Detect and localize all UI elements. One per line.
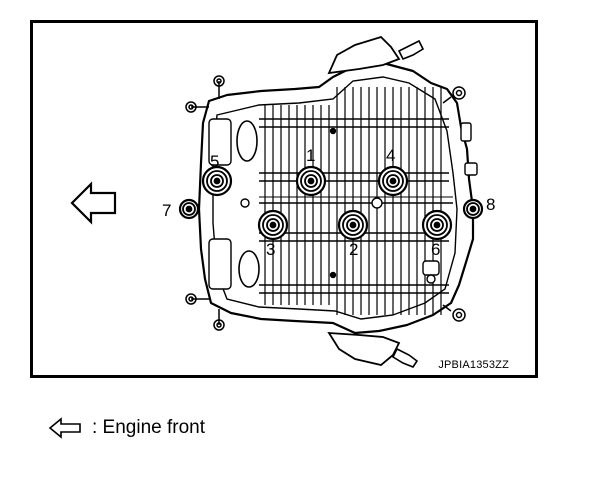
bolt-2-ring bbox=[349, 221, 357, 229]
figure-code: JPBIA1353ZZ bbox=[438, 359, 509, 371]
manifold-body bbox=[212, 76, 458, 320]
bolt-3-ring bbox=[269, 221, 277, 229]
bolt-1-ring bbox=[307, 177, 315, 185]
right-side-fittings bbox=[240, 122, 478, 284]
intake-manifold-diagram: 1 2 3 4 5 6 7 8 bbox=[70, 35, 495, 368]
bolt-label-8: 8 bbox=[486, 195, 495, 214]
side-flange-left-lower bbox=[208, 238, 232, 290]
bolt-8-ring bbox=[469, 205, 477, 213]
fuel-fitting-bottom bbox=[391, 347, 419, 368]
bolt-4-ring bbox=[389, 177, 397, 185]
port-upper-left bbox=[236, 120, 258, 162]
runner-tube-top bbox=[327, 35, 401, 75]
engine-front-arrow-icon bbox=[70, 181, 117, 225]
bolt-label-7: 7 bbox=[162, 201, 171, 220]
bolt-5-ring bbox=[213, 177, 221, 185]
legend-text: : Engine front bbox=[92, 417, 206, 438]
bolt-7-ring bbox=[185, 205, 193, 213]
bolt-6-ring bbox=[433, 221, 441, 229]
bolt-label-6: 6 bbox=[431, 240, 440, 259]
legend: : Engine front bbox=[48, 416, 205, 440]
figure-frame: 1 2 3 4 5 6 7 8 JPBIA1353ZZ bbox=[30, 20, 538, 378]
bolt-group bbox=[178, 165, 484, 241]
runner-tube-bottom bbox=[327, 331, 401, 366]
bolt-label-3: 3 bbox=[266, 240, 275, 259]
bolt-label-2: 2 bbox=[349, 240, 358, 259]
bolt-label-4: 4 bbox=[386, 146, 395, 165]
manifold-ribs bbox=[259, 87, 453, 315]
bolt-label-1: 1 bbox=[306, 146, 315, 165]
arrow-left-outline-icon bbox=[48, 417, 81, 439]
port-lower-left bbox=[238, 250, 260, 288]
mounting-ears bbox=[185, 75, 466, 331]
bolt-label-5: 5 bbox=[210, 152, 219, 171]
fuel-fitting-top bbox=[397, 39, 425, 61]
side-flange-left bbox=[208, 118, 232, 166]
